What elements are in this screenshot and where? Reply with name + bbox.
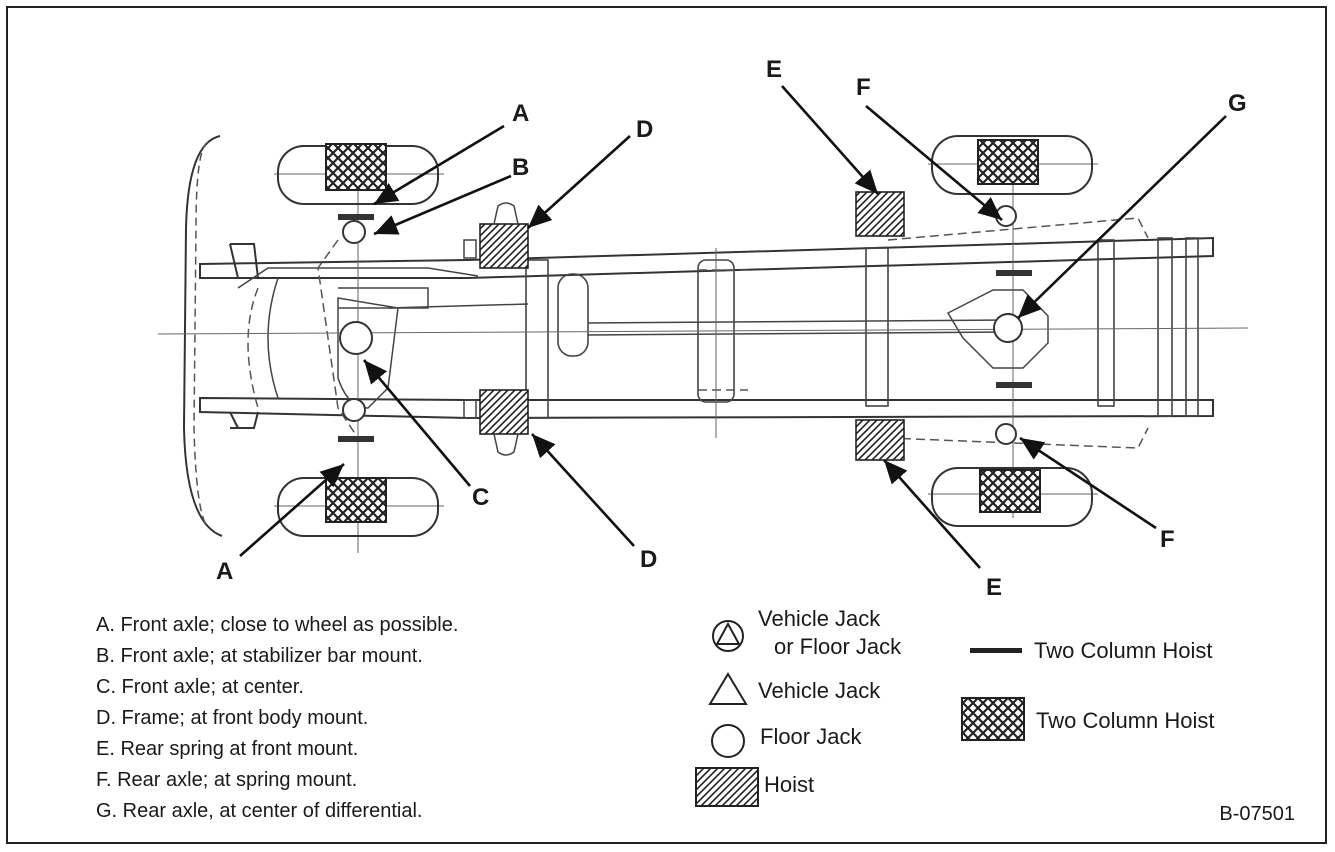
callout-d-bottom: D bbox=[640, 546, 658, 573]
callout-f-bottom: F bbox=[1160, 526, 1175, 553]
hoist-pad-d-top bbox=[479, 223, 529, 269]
legend-item: F. Rear axle; at spring mount. bbox=[96, 769, 358, 791]
vehicle-jack-symbol bbox=[708, 672, 748, 705]
key-vehicle-jack: Vehicle Jack bbox=[758, 678, 881, 703]
legend-item: D. Frame; at front body mount. bbox=[96, 707, 369, 729]
callout-e-bottom: E bbox=[986, 574, 1003, 601]
figure-frame: A B D E F G C A D E F A. Front axle; clo… bbox=[6, 6, 1327, 844]
floor-jack-point-g bbox=[993, 313, 1023, 343]
two-column-hoist-pad-symbol bbox=[961, 697, 1025, 741]
callout-c: C bbox=[472, 484, 490, 511]
key-hoist: Hoist bbox=[764, 772, 815, 797]
front-bumper bbox=[182, 135, 223, 537]
hoist-symbol bbox=[695, 767, 759, 807]
floor-jack-symbol bbox=[711, 724, 745, 758]
figure-code: B-07501 bbox=[1219, 803, 1295, 825]
callout-a-bottom: A bbox=[216, 558, 234, 585]
two-column-hoist-pad bbox=[977, 139, 1039, 185]
hoist-pad-e-bottom bbox=[855, 419, 905, 461]
two-column-hoist-pad bbox=[325, 143, 387, 191]
rear-right-wheel bbox=[931, 467, 1093, 527]
floor-jack-point-c bbox=[339, 321, 373, 355]
legend-item: C. Front axle; at center. bbox=[96, 676, 304, 698]
callout-f-top: F bbox=[856, 74, 871, 101]
callout-e-top: E bbox=[766, 56, 783, 83]
two-column-hoist-dash-symbol bbox=[970, 648, 1022, 653]
callout-b: B bbox=[512, 154, 530, 181]
hoist-pad-e-top bbox=[855, 191, 905, 237]
callout-a-top: A bbox=[512, 100, 530, 127]
two-column-hoist-pad bbox=[979, 469, 1041, 513]
key-vehicle-or-floor-jack-line2: or Floor Jack bbox=[774, 634, 902, 659]
chassis-lift-points-diagram bbox=[157, 85, 1249, 807]
front-left-wheel bbox=[277, 143, 439, 205]
legend-item: A. Front axle; close to wheel as possibl… bbox=[96, 614, 459, 636]
rear-left-wheel bbox=[931, 135, 1093, 195]
key-floor-jack: Floor Jack bbox=[760, 724, 862, 749]
key-vehicle-or-floor-jack-line1: Vehicle Jack bbox=[758, 606, 881, 631]
key-two-column-hoist-dash: Two Column Hoist bbox=[1034, 638, 1213, 663]
lift-point-legend: A. Front axle; close to wheel as possibl… bbox=[96, 610, 458, 827]
two-column-hoist-pad bbox=[325, 477, 387, 523]
legend-item: G. Rear axle, at center of differential. bbox=[96, 800, 423, 822]
legend-item: B. Front axle; at stabilizer bar mount. bbox=[96, 645, 423, 667]
legend-item: E. Rear spring at front mount. bbox=[96, 738, 359, 760]
callout-g: G bbox=[1228, 90, 1247, 117]
hoist-pad-d-bottom bbox=[479, 389, 529, 435]
callout-d-top: D bbox=[636, 116, 654, 143]
key-two-column-hoist-pad: Two Column Hoist bbox=[1036, 708, 1215, 733]
